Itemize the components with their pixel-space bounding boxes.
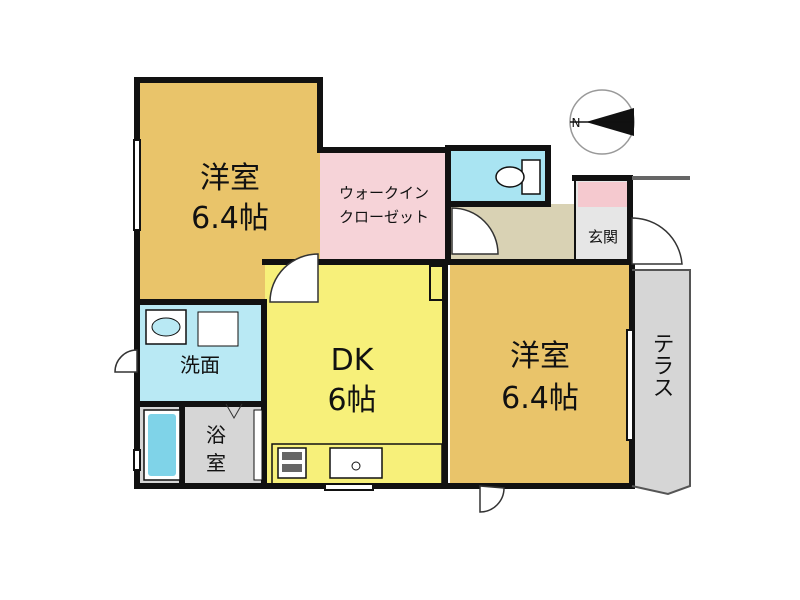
terrace-label: テラス xyxy=(649,332,674,398)
western-room-1-name: 洋室 xyxy=(200,161,260,196)
terrace-outline xyxy=(631,269,691,496)
entrance-label: 玄関 xyxy=(588,228,618,246)
toilet-icon xyxy=(495,159,541,195)
door-arc-entrance xyxy=(631,217,683,265)
bathroom-label-1: 浴 xyxy=(206,423,226,447)
bathroom-label-2: 室 xyxy=(206,451,226,475)
door-arc-washroom xyxy=(114,349,138,373)
dining-kitchen-name: DK xyxy=(331,343,375,378)
dining-kitchen-size: 6帖 xyxy=(327,383,376,418)
kitchen-counter xyxy=(271,443,443,485)
walk-in-closet xyxy=(320,150,448,262)
western-room-2 xyxy=(450,262,630,486)
door-arc-hall xyxy=(451,207,499,255)
western-room-1-size: 6.4帖 xyxy=(191,201,269,236)
washroom-label: 洗面 xyxy=(180,353,220,377)
terrace xyxy=(632,270,690,494)
partitions xyxy=(263,178,576,402)
walk-in-closet-label-2: クローゼット xyxy=(339,208,429,226)
compass-north-label: N xyxy=(572,116,581,130)
washing-machine-space-icon xyxy=(197,311,239,347)
door-swings xyxy=(114,207,683,513)
kitchen-sink-icon xyxy=(329,447,383,479)
door-arc-western-room-1 xyxy=(269,253,319,303)
western-room-2-size: 6.4帖 xyxy=(501,381,579,416)
door-arc-balcony xyxy=(479,485,505,513)
compass: N xyxy=(569,89,635,155)
refrigerator-space-icon xyxy=(253,409,263,481)
bathtub-icon xyxy=(143,409,181,481)
entrance-mat xyxy=(578,182,628,207)
bath-door-icon xyxy=(225,403,243,420)
washbasin-icon xyxy=(145,309,187,345)
walk-in-closet-label-1: ウォークイン xyxy=(339,184,429,202)
stove-icon xyxy=(277,447,307,479)
western-room-2-name: 洋室 xyxy=(510,339,570,374)
